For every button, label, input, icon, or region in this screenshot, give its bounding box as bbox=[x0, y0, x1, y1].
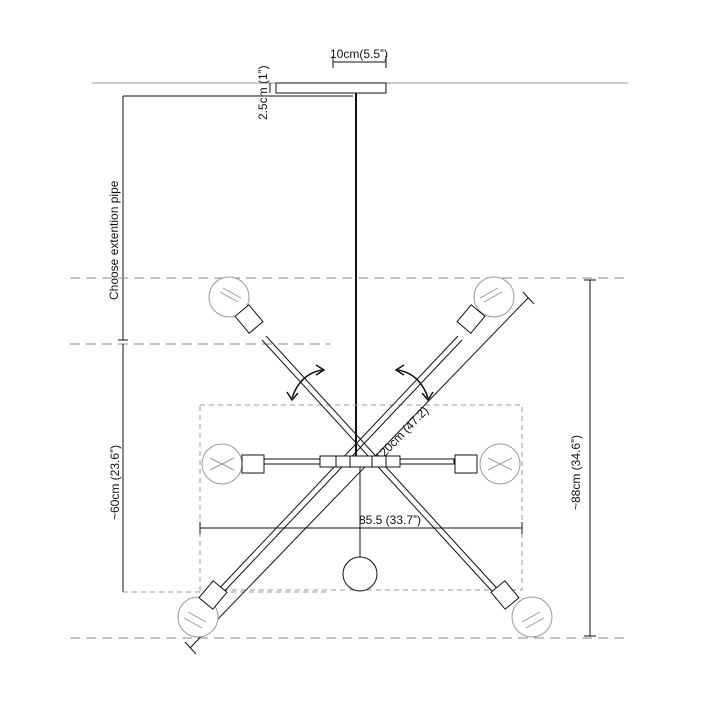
socket-icon bbox=[454, 454, 478, 474]
socket-icon bbox=[456, 304, 486, 334]
bulb-icon bbox=[208, 276, 264, 334]
socket-icon bbox=[234, 304, 264, 334]
center-hub bbox=[319, 455, 401, 468]
arm-length-label: 120cm (47.2) bbox=[372, 403, 431, 464]
socket-icon bbox=[490, 580, 520, 610]
arm-length-dim-line bbox=[189, 297, 529, 649]
bulb-icon bbox=[490, 580, 553, 638]
rotate-arrow-icon bbox=[286, 364, 326, 402]
canopy-height-label: 2.5cm (1ˮ) bbox=[256, 65, 270, 120]
socket-icon bbox=[241, 454, 265, 474]
arm-diagonal-a bbox=[261, 339, 501, 601]
overall-height-label: ~88cm (34.6ˮ) bbox=[569, 435, 583, 510]
socket-icon bbox=[198, 580, 228, 610]
bottom-globe bbox=[342, 556, 378, 592]
canopy bbox=[275, 82, 387, 94]
width-label: 85.5 (33.7ˮ) bbox=[359, 513, 421, 527]
bulb-icon bbox=[177, 580, 228, 638]
body-height-label: ~60cm (23.6ˮ) bbox=[108, 445, 122, 520]
canopy-width-label: 10cm(5.5ˮ) bbox=[330, 47, 388, 61]
bulb-icon bbox=[201, 443, 265, 485]
bulb-icon bbox=[454, 443, 521, 485]
bulb-icon bbox=[456, 276, 515, 334]
extension-pipe-label: Choose extention pipe bbox=[107, 180, 121, 300]
rotate-arrow-icon bbox=[394, 364, 434, 402]
